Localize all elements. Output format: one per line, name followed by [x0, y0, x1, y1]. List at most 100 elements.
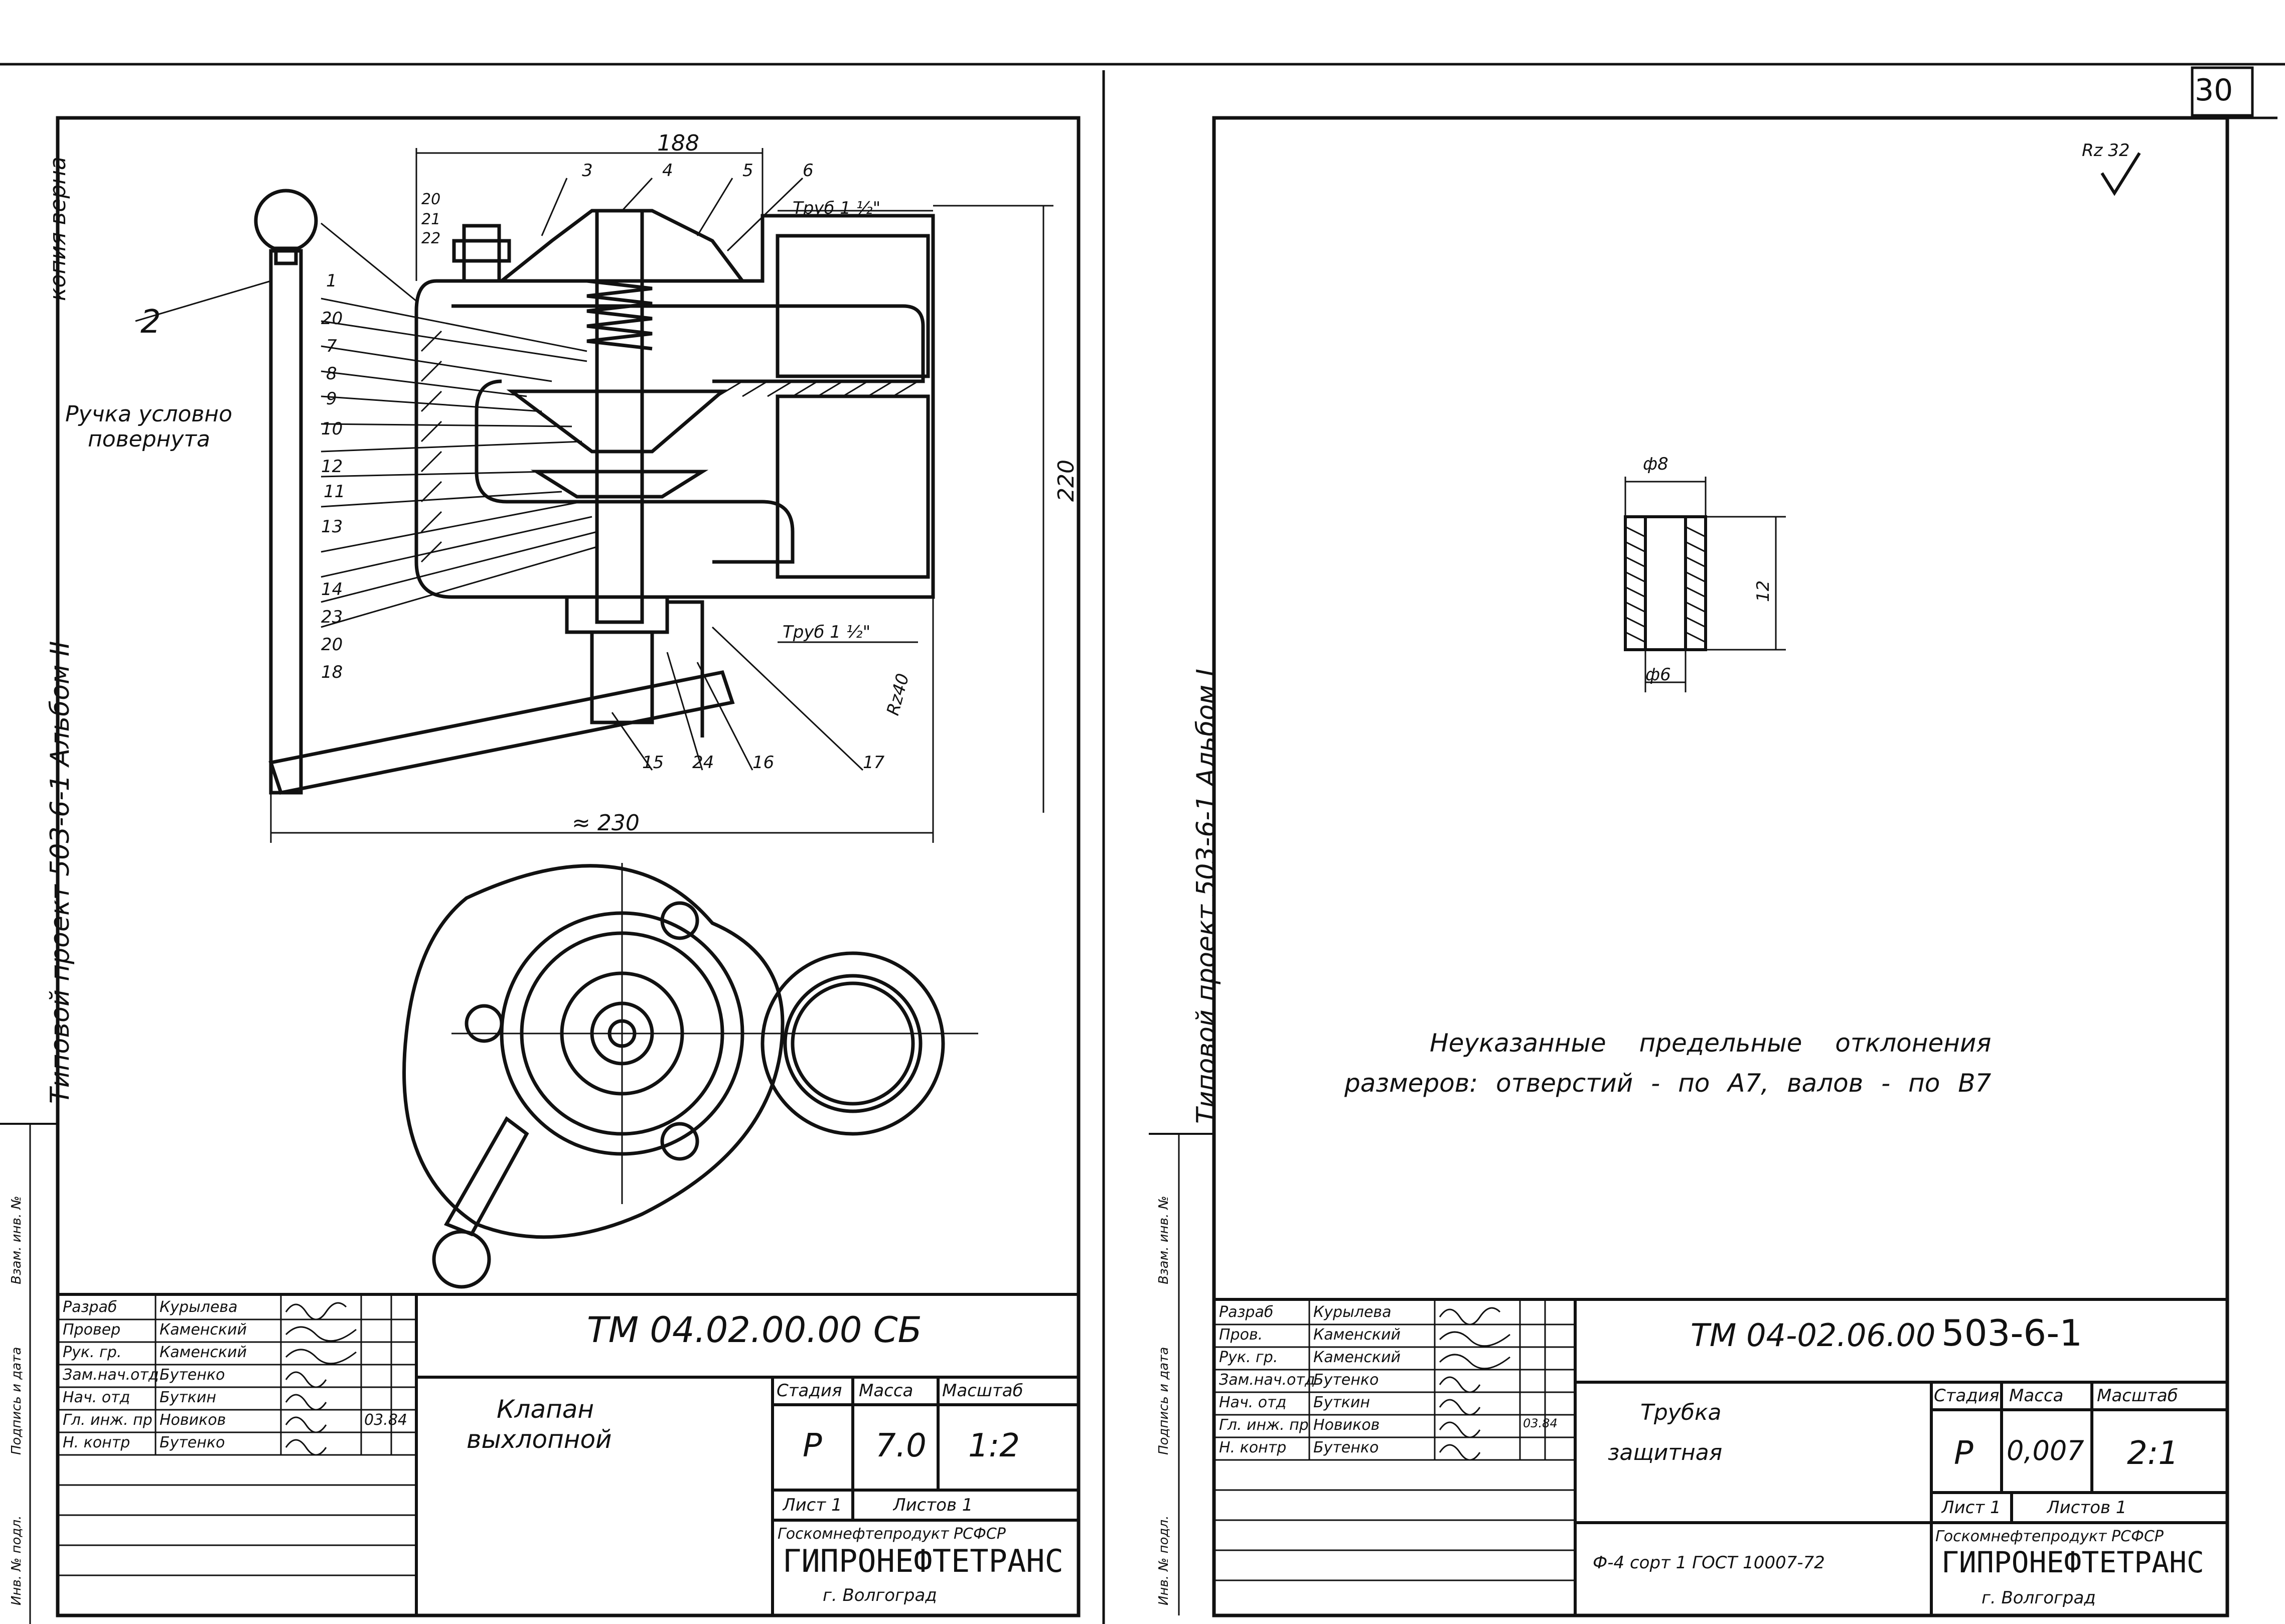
left-title-line1: Клапан — [497, 1395, 594, 1424]
tolerance-note-line1: Неуказанные предельные отклонения — [1430, 1028, 1992, 1058]
left-title-line2: выхлопной — [467, 1425, 612, 1454]
right-role-6: Н. контр — [1219, 1439, 1287, 1456]
right-designation: ТМ 04-02.06.00 — [1691, 1317, 1936, 1354]
left-role-3: Зам.нач.отд — [63, 1366, 159, 1384]
right-roughness-mark: Rz 32 — [2082, 140, 2130, 161]
right-project-number: 503-6-1 — [1941, 1312, 2083, 1354]
right-name-0: Курылева — [1313, 1303, 1392, 1321]
callout-top: 4 — [662, 161, 673, 181]
callout-left: 23 — [321, 607, 343, 627]
callout-left: 22 — [421, 230, 441, 247]
callout-left: 13 — [321, 517, 343, 537]
right-mass-header: Масса — [2009, 1386, 2064, 1406]
right-role-3: Зам.нач.отд — [1219, 1371, 1315, 1389]
right-role-5: Гл. инж. пр — [1219, 1416, 1309, 1434]
right-name-4: Буткин — [1313, 1394, 1370, 1411]
left-designation: ТМ 04.02.00.00 СБ — [587, 1309, 922, 1351]
callout-left: 20 — [321, 309, 343, 329]
dim-outer-diameter: ф8 — [1643, 454, 1668, 474]
callout-left: 11 — [324, 482, 346, 502]
left-name-4: Буткин — [160, 1389, 217, 1406]
pipe-bottom-label: Труб 1 ½" — [783, 622, 871, 642]
right-scale: 2:1 — [2127, 1435, 2179, 1472]
right-title-line1: Трубка — [1640, 1400, 1722, 1425]
left-name-3: Бутенко — [160, 1366, 225, 1384]
callout-handle: 2 — [140, 304, 161, 341]
callout-bottom: 17 — [863, 753, 885, 773]
right-name-5: Новиков — [1313, 1416, 1380, 1434]
page-number: 30 — [2195, 73, 2233, 108]
handle-note-line2: повернута — [88, 426, 211, 452]
right-role-1: Пров. — [1219, 1326, 1263, 1344]
callout-left: 9 — [326, 389, 337, 409]
left-name-5: Новиков — [160, 1411, 226, 1429]
left-org-city: г. Волгоград — [823, 1585, 937, 1605]
callout-left: 10 — [321, 419, 343, 439]
dim-bottom: ≈ 230 — [572, 810, 640, 836]
left-name-2: Каменский — [160, 1344, 247, 1361]
callout-bottom: 16 — [752, 753, 775, 773]
callout-left: 12 — [321, 457, 343, 477]
left-sheet-count: Листов 1 — [893, 1495, 973, 1515]
left-role-4: Нач. отд — [63, 1389, 130, 1406]
left-role-1: Провер — [63, 1321, 121, 1339]
callout-bottom: 15 — [642, 753, 664, 773]
left-stage-header: Стадия — [777, 1381, 842, 1401]
dim-inner-diameter: ф6 — [1645, 665, 1671, 685]
callout-bottom: 24 — [692, 753, 714, 773]
pipe-top-label: Труб 1 ½" — [793, 198, 881, 218]
right-name-3: Бутенко — [1313, 1371, 1379, 1389]
right-name-2: Каменский — [1313, 1349, 1401, 1366]
left-sheet-number: Лист 1 — [783, 1495, 842, 1515]
right-stage: Р — [1954, 1435, 1973, 1472]
right-material: Ф-4 сорт 1 ГОСТ 10007-72 — [1593, 1553, 1825, 1573]
left-role-6: Н. контр — [63, 1434, 130, 1451]
left-date: 03.84 — [364, 1411, 407, 1429]
left-mass: 7.0 — [875, 1427, 927, 1464]
tolerance-note-line2: размеров: отверстий - по A7, валов - по … — [1344, 1069, 1992, 1098]
callout-left: 18 — [321, 662, 343, 682]
left-name-1: Каменский — [160, 1321, 247, 1339]
callout-left: 20 — [321, 635, 343, 655]
right-sheet-count: Листов 1 — [2047, 1498, 2127, 1518]
right-title-line2: защитная — [1608, 1440, 1723, 1465]
callout-top: 5 — [742, 161, 753, 181]
callout-left: 20 — [421, 191, 441, 208]
left-org-line1: Госкомнефтепродукт РСФСР — [778, 1525, 1006, 1543]
callout-left: 14 — [321, 579, 343, 600]
right-stage-header: Стадия — [1934, 1386, 2000, 1406]
right-mass: 0,007 — [2007, 1435, 2084, 1466]
right-name-6: Бутенко — [1313, 1439, 1379, 1456]
right-scale-header: Масштаб — [2097, 1386, 2178, 1406]
right-role-4: Нач. отд — [1219, 1394, 1287, 1411]
callout-top: 3 — [582, 161, 593, 181]
callout-left: 1 — [326, 271, 337, 291]
left-stage: Р — [803, 1427, 822, 1464]
right-role-0: Разраб — [1219, 1303, 1274, 1321]
right-org-name: ГИПРОНЕФТЕТРАНС — [1941, 1545, 2204, 1579]
left-name-6: Бутенко — [160, 1434, 225, 1451]
callout-top: 6 — [803, 161, 814, 181]
dim-top: 188 — [657, 130, 699, 156]
right-name-1: Каменский — [1313, 1326, 1401, 1344]
left-mass-header: Масса — [859, 1381, 913, 1401]
callout-left: 7 — [326, 336, 337, 356]
left-role-5: Гл. инж. пр — [63, 1411, 153, 1429]
right-org-city: г. Волгоград — [1982, 1588, 2096, 1608]
left-scale: 1:2 — [968, 1427, 1020, 1464]
right-sheet-number: Лист 1 — [1941, 1498, 2001, 1518]
left-scale-header: Масштаб — [942, 1381, 1023, 1401]
left-role-2: Рук. гр. — [63, 1344, 122, 1361]
left-org-name: ГИПРОНЕФТЕТРАНС — [783, 1543, 1063, 1579]
left-role-0: Разраб — [63, 1298, 117, 1316]
right-date: 03.84 — [1523, 1416, 1558, 1430]
right-role-2: Рук. гр. — [1219, 1349, 1278, 1366]
right-org-line1: Госкомнефтепродукт РСФСР — [1935, 1528, 2164, 1545]
